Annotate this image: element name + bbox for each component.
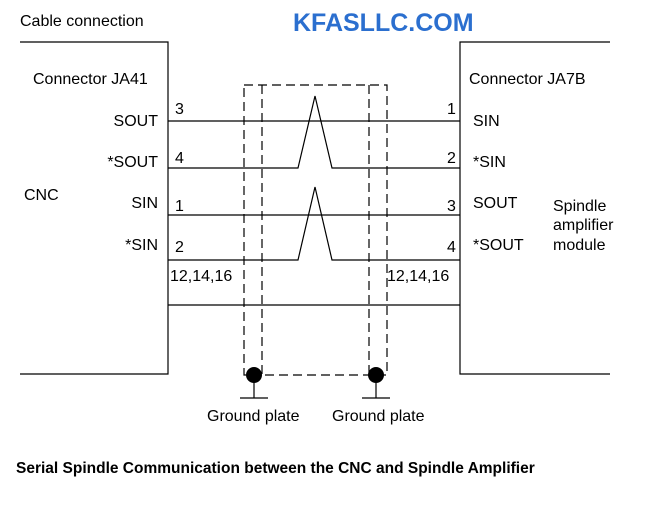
shield-outline <box>243 84 388 376</box>
left-pin-2: 2 <box>175 239 184 256</box>
ground-left <box>240 367 268 399</box>
left-signal-sin-neg: *SIN <box>125 237 158 254</box>
wire-sout-neg-to-sin-neg-twisted <box>168 95 460 169</box>
left-pin-3: 3 <box>175 101 184 118</box>
ground-node-left <box>246 367 262 383</box>
left-signal-sout: SOUT <box>114 113 159 130</box>
right-signal-sout-neg: *SOUT <box>473 237 524 254</box>
wire-sin-neg-to-sout-neg-twisted <box>168 186 460 261</box>
right-pin-3: 3 <box>447 198 456 215</box>
right-pin-2: 2 <box>447 150 456 167</box>
right-pin-1: 1 <box>447 101 456 118</box>
ground-right <box>362 367 390 399</box>
right-pin-4: 4 <box>447 239 456 256</box>
device-line-1: Spindle <box>553 198 606 215</box>
right-signal-sout: SOUT <box>473 195 518 212</box>
left-pin-4: 4 <box>175 150 184 167</box>
right-connector-label: Connector JA7B <box>469 71 586 88</box>
right-connector-box <box>459 41 610 375</box>
cable-shield <box>243 84 388 376</box>
figure-caption: Serial Spindle Communication between the… <box>16 460 535 477</box>
ground-plate-label-right: Ground plate <box>332 408 425 425</box>
left-signal-sin: SIN <box>131 195 158 212</box>
right-signal-sin: SIN <box>473 113 500 130</box>
diagram-title: Cable connection <box>20 13 144 30</box>
right-ground-pins: 12,14,16 <box>387 268 449 285</box>
device-line-3: module <box>553 237 606 254</box>
right-signal-sin-neg: *SIN <box>473 154 506 171</box>
left-ground-pins: 12,14,16 <box>170 268 232 285</box>
brand-watermark: KFASLLC.COM <box>293 9 474 37</box>
spindle-amplifier-label: Spindle amplifier module <box>553 198 614 254</box>
ground-plate-label-left: Ground plate <box>207 408 300 425</box>
left-signal-sout-neg: *SOUT <box>107 154 158 171</box>
ground-node-right <box>368 367 384 383</box>
wires <box>168 95 460 306</box>
left-pin-1: 1 <box>175 198 184 215</box>
left-connector-label: Connector JA41 <box>33 71 148 88</box>
cnc-label: CNC <box>24 187 59 204</box>
device-line-2: amplifier <box>553 217 614 234</box>
left-connector-box <box>20 41 169 375</box>
